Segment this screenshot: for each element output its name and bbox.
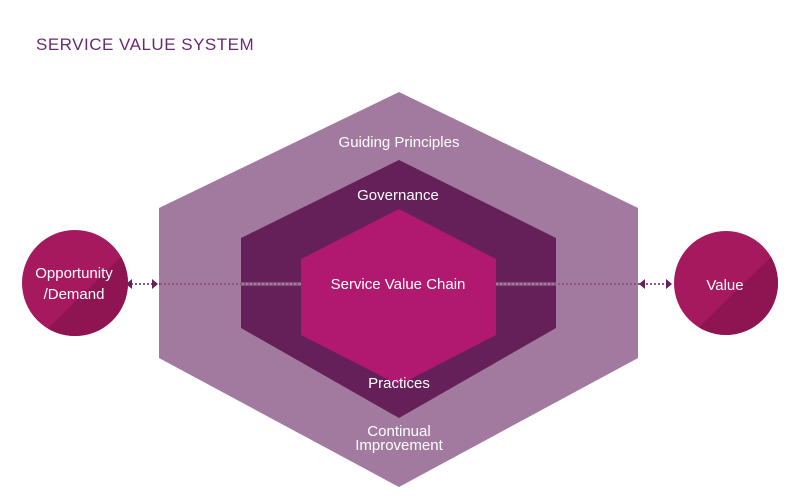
continual-improvement-label-line2: Improvement — [355, 437, 443, 454]
governance-label: Governance — [357, 187, 439, 204]
page-title: SERVICE VALUE SYSTEM — [36, 35, 255, 54]
opportunity-label-line1: Opportunity — [35, 265, 113, 282]
right-arrowhead-outward — [666, 279, 672, 289]
service-value-chain-label: Service Value Chain — [331, 276, 466, 293]
practices-label: Practices — [368, 375, 430, 392]
left-arrowhead-outward — [126, 279, 132, 289]
value-circle — [674, 231, 778, 335]
guiding-principles-label: Guiding Principles — [339, 134, 460, 151]
opportunity-demand-circle — [22, 230, 128, 336]
service-value-chain-hexagon — [301, 209, 496, 385]
left-arrowhead-inward — [152, 279, 158, 289]
value-label: Value — [706, 277, 743, 294]
continual-improvement-label-line1: Continual — [367, 423, 430, 440]
right-arrowhead-inward — [639, 279, 645, 289]
opportunity-label-line2: /Demand — [44, 286, 105, 303]
